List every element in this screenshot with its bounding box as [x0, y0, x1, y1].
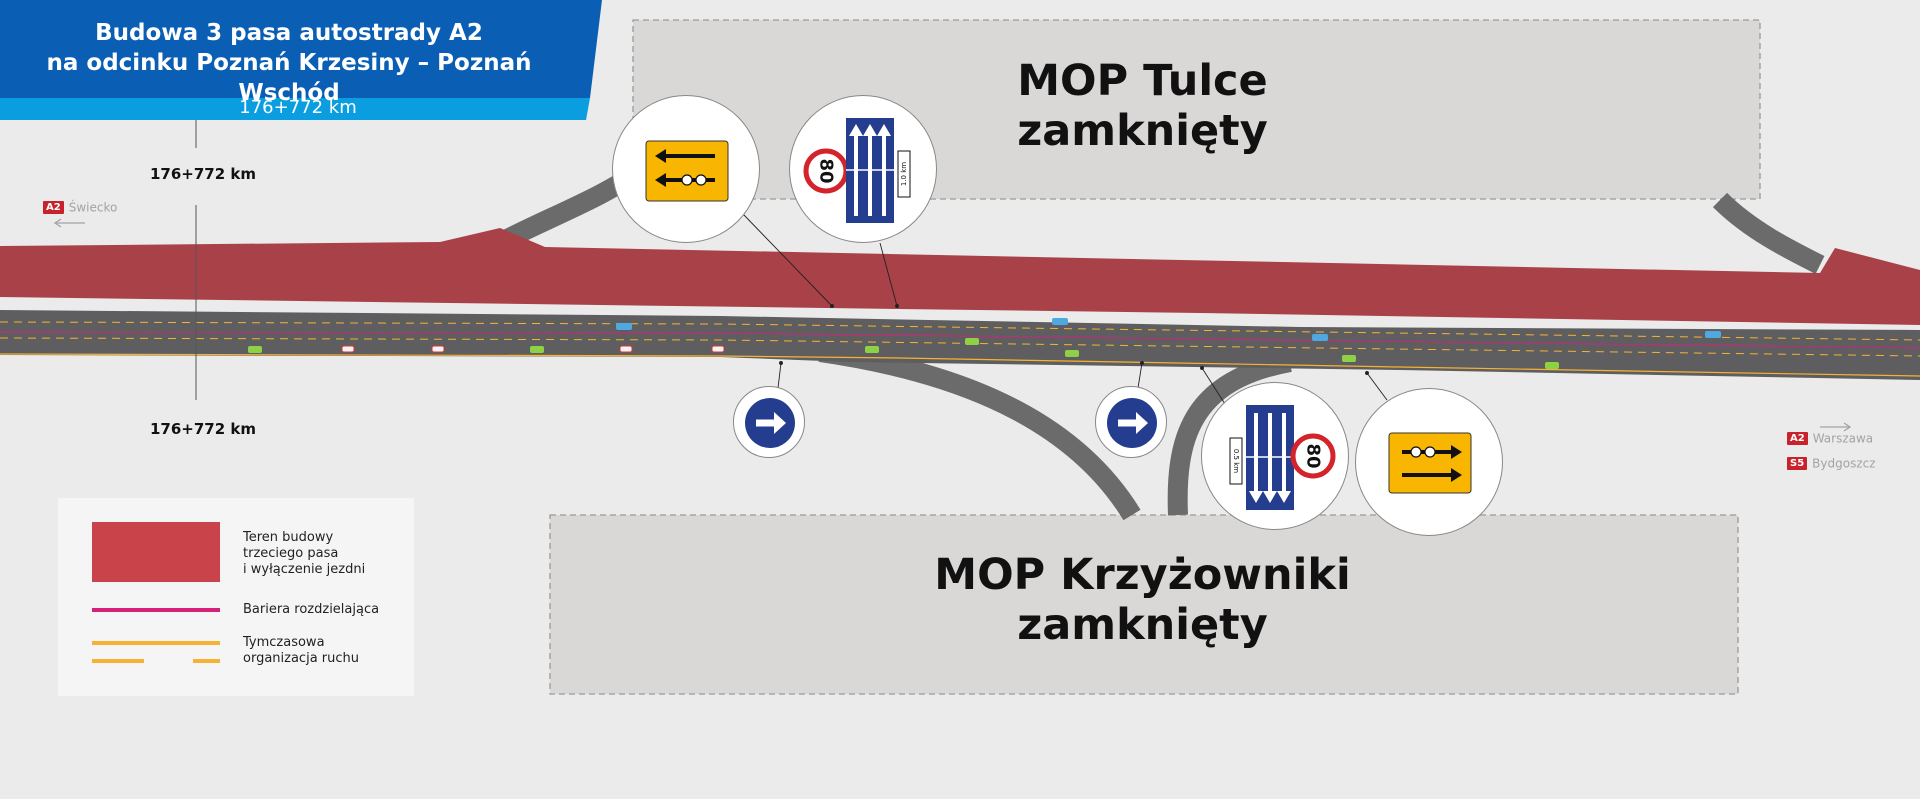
lane-merge-sign-icon — [645, 140, 729, 202]
direction-label: Świecko — [68, 200, 118, 215]
lane-layout-sign-icon: 80 1.0 km — [803, 118, 911, 223]
lane-line-yellow — [0, 321, 1920, 341]
car — [530, 346, 544, 353]
car — [711, 345, 725, 353]
road-badge: S5 — [1787, 457, 1808, 470]
west-arrow-icon — [53, 218, 85, 228]
lane-line-yellow — [0, 337, 1920, 357]
speed-limit-value: 80 — [816, 158, 837, 183]
vehicles — [248, 318, 1721, 369]
lane-layout-sign-icon: 0.5 km 80 — [1229, 405, 1336, 510]
car — [1065, 350, 1079, 357]
mop-tulce-title: MOP Tulce zamknięty — [1017, 56, 1268, 156]
ramp-krzyzowniki-entry — [818, 342, 1141, 521]
header-km: 176+772 km — [239, 97, 357, 118]
car — [1705, 331, 1721, 338]
car — [965, 338, 979, 345]
sign-distance: 1.0 km — [900, 162, 908, 186]
direction-label: Bydgoszcz — [1812, 456, 1876, 471]
car — [1312, 334, 1328, 341]
mop-krzyzowniki-title: MOP Krzyżowniki zamknięty — [934, 550, 1351, 650]
direction-east-1: A2 Warszawa — [1787, 428, 1873, 447]
mop-krzyzowniki-area[interactable] — [549, 514, 1739, 695]
speed-limit-value: 80 — [1303, 443, 1324, 468]
car — [1545, 362, 1559, 369]
direction-east-2: S5 Bydgoszcz — [1787, 453, 1876, 472]
road-badge: A2 — [1787, 432, 1808, 445]
car — [248, 346, 262, 353]
car — [865, 346, 879, 353]
legend-swatch-barrier — [92, 608, 220, 612]
header-background — [0, 0, 602, 120]
legend-swatch-construction — [92, 522, 220, 582]
lane-merge-sign-icon — [1388, 432, 1472, 494]
sign-mandatory-direction[interactable] — [1095, 386, 1167, 458]
km-label-bottom: 176+772 km — [149, 420, 257, 438]
direction-label: Warszawa — [1812, 431, 1874, 446]
direction-west: A2 Świecko — [43, 197, 117, 216]
km-label-top: 176+772 km — [149, 165, 257, 183]
legend-swatch-temporary-dash — [92, 659, 144, 663]
sign-mandatory-direction[interactable] — [733, 386, 805, 458]
car — [619, 345, 633, 353]
legend-swatch-temporary-dash — [193, 659, 220, 663]
sign-leaders — [741, 212, 1388, 405]
car — [1342, 355, 1356, 362]
sign-lane-info-east[interactable]: 0.5 km 80 — [1201, 382, 1349, 530]
legend-label-temporary: Tymczasowa organizacja ruchu — [243, 635, 359, 666]
car — [616, 323, 632, 330]
right-arrow-sign-icon — [745, 398, 795, 448]
car — [431, 345, 445, 353]
project-title: Budowa 3 pasa autostrady A2 na odcinku P… — [46, 20, 532, 106]
map-legend: Teren budowy trzeciego pasa i wyłączenie… — [58, 498, 414, 696]
ramp-krzyzowniki-exit — [1167, 352, 1292, 516]
main-carriageway[interactable] — [0, 310, 1920, 380]
ramp-tulce-exit — [1712, 192, 1825, 274]
car — [1052, 318, 1068, 325]
road-badge: A2 — [43, 201, 64, 214]
east-arrow-icon — [1820, 422, 1852, 432]
sign-lane-closure-west[interactable] — [612, 95, 760, 243]
project-header: Budowa 3 pasa autostrady A2 na odcinku P… — [0, 0, 602, 120]
legend-swatch-temporary — [92, 641, 220, 645]
separation-barrier — [0, 331, 1920, 349]
construction-zone[interactable] — [0, 228, 1920, 325]
legend-label-barrier: Bariera rozdzielająca — [243, 602, 380, 617]
sign-lane-closure-east[interactable] — [1355, 388, 1503, 536]
legend-label-construction: Teren budowy trzeciego pasa i wyłączenie… — [243, 530, 366, 577]
sign-distance: 0.5 km — [1232, 449, 1240, 473]
road-edge-yellow — [0, 353, 1920, 377]
sign-lane-info-west[interactable]: 80 1.0 km — [789, 95, 937, 243]
car — [341, 345, 355, 353]
right-arrow-sign-icon — [1107, 398, 1157, 448]
